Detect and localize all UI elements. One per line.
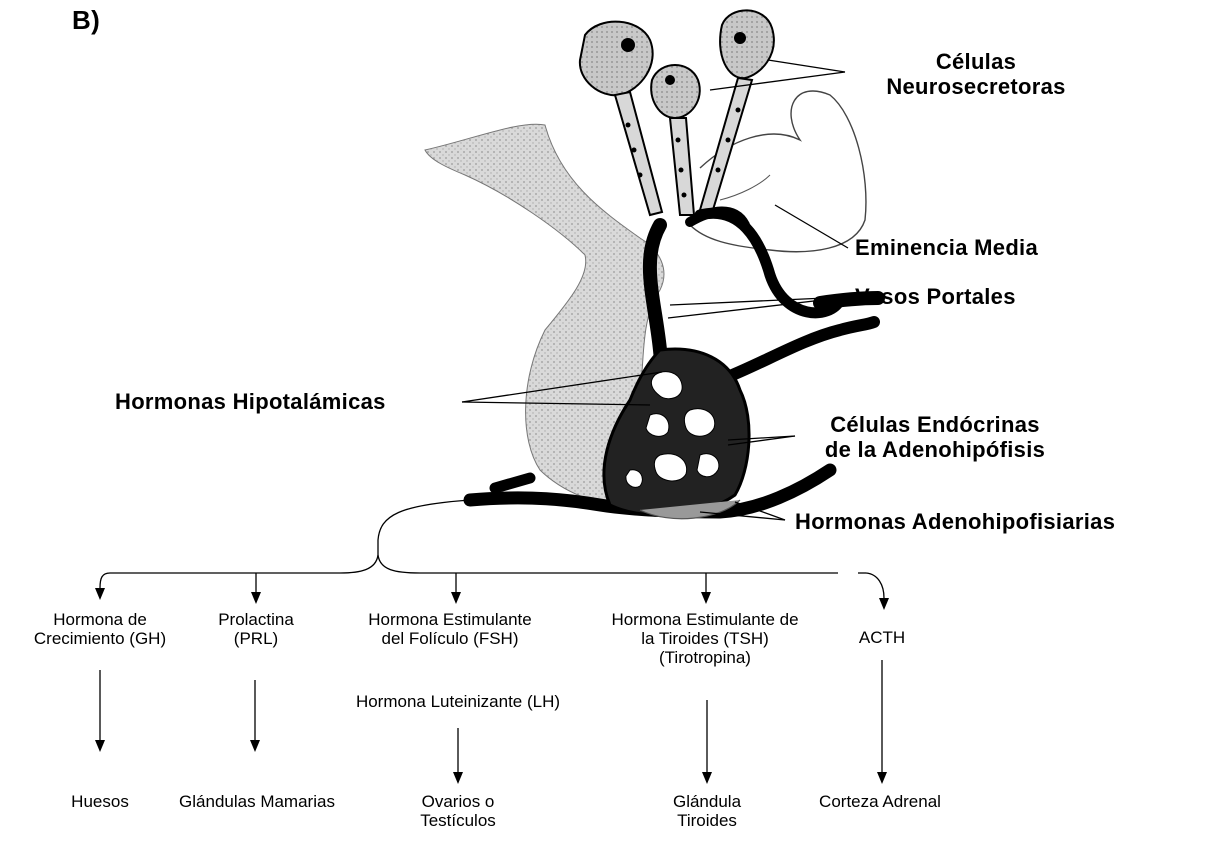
target-line: Testículos bbox=[388, 811, 528, 830]
hormone-line: (PRL) bbox=[196, 629, 316, 648]
target-line: Ovarios o bbox=[388, 792, 528, 811]
hormone-lh: Hormona Luteinizante (LH) bbox=[310, 692, 606, 711]
label-line: Células Endócrinas bbox=[800, 413, 1070, 438]
label-neurosecretory-cells: Células Neurosecretoras bbox=[852, 50, 1100, 99]
label-line: de la Adenohipófisis bbox=[800, 438, 1070, 463]
panel-label: B) bbox=[72, 6, 100, 35]
target-bones: Huesos bbox=[40, 792, 160, 811]
hormone-tsh: Hormona Estimulante de la Tiroides (TSH)… bbox=[572, 610, 838, 667]
target-line: Glándula bbox=[640, 792, 774, 811]
label-portal-vessels: Vasos Portales bbox=[855, 285, 1016, 310]
label-endocrine-cells: Células Endócrinas de la Adenohipófisis bbox=[800, 413, 1070, 462]
label-adenohypophyseal-hormones: Hormonas Adenohipofisiarias bbox=[795, 510, 1115, 535]
target-line: Tiroides bbox=[640, 811, 774, 830]
hormone-acth: ACTH bbox=[842, 628, 922, 647]
label-hypothalamic-hormones: Hormonas Hipotalámicas bbox=[115, 390, 386, 415]
label-median-eminence: Eminencia Media bbox=[855, 236, 1038, 261]
target-line: Huesos bbox=[40, 792, 160, 811]
hormone-line: Crecimiento (GH) bbox=[10, 629, 190, 648]
target-mammary-glands: Glándulas Mamarias bbox=[150, 792, 364, 811]
label-line: Neurosecretoras bbox=[852, 75, 1100, 100]
target-thyroid: Glándula Tiroides bbox=[640, 792, 774, 830]
hormone-fsh: Hormona Estimulante del Folículo (FSH) bbox=[340, 610, 560, 648]
hormone-line: del Folículo (FSH) bbox=[340, 629, 560, 648]
hormone-line: Hormona Estimulante bbox=[340, 610, 560, 629]
hormone-line: (Tirotropina) bbox=[572, 648, 838, 667]
target-line: Glándulas Mamarias bbox=[150, 792, 364, 811]
hormone-line: Hormona de bbox=[10, 610, 190, 629]
hormone-line: ACTH bbox=[842, 628, 922, 647]
target-gonads: Ovarios o Testículos bbox=[388, 792, 528, 830]
hormone-line: Prolactina bbox=[196, 610, 316, 629]
label-line: Células bbox=[852, 50, 1100, 75]
hormone-gh: Hormona de Crecimiento (GH) bbox=[10, 610, 190, 648]
hormone-line: Hormona Estimulante de bbox=[572, 610, 838, 629]
target-adrenal-cortex: Corteza Adrenal bbox=[790, 792, 970, 811]
hormone-prl: Prolactina (PRL) bbox=[196, 610, 316, 648]
target-line: Corteza Adrenal bbox=[790, 792, 970, 811]
neurosecretory-cells bbox=[580, 10, 774, 215]
hormone-line: la Tiroides (TSH) bbox=[572, 629, 838, 648]
